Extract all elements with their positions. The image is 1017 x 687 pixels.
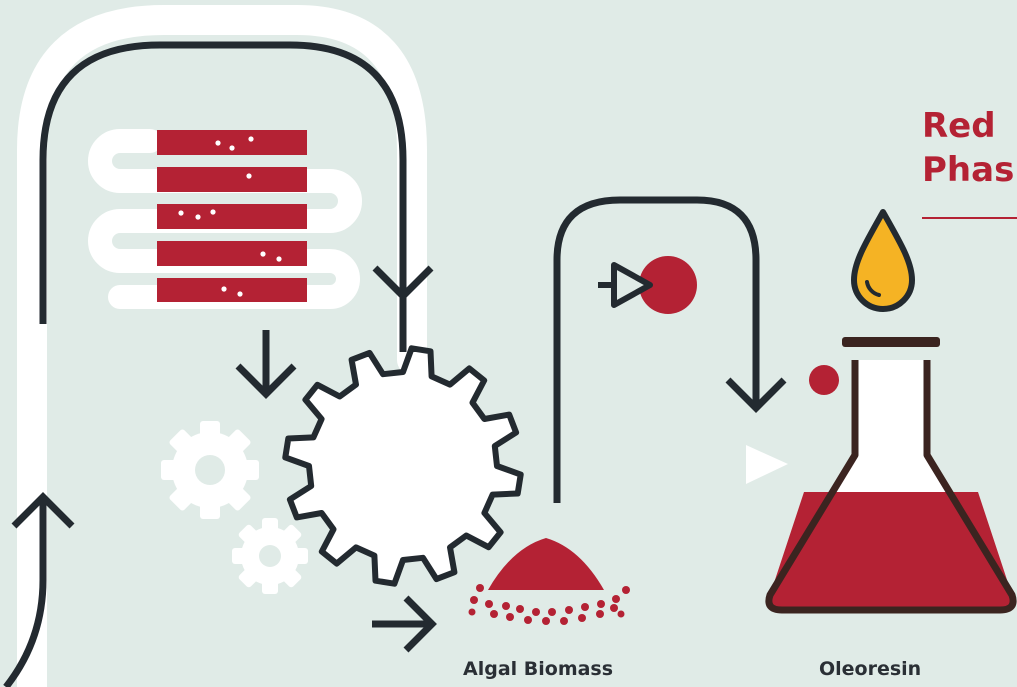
bottom-left-return-line (3, 498, 47, 687)
white-play-icon (746, 445, 788, 484)
oil-drop-icon (851, 209, 915, 312)
solvent-inlet-icon (598, 256, 697, 314)
arrow-down-to-flask-icon (725, 377, 787, 413)
dark-loop-line (39, 41, 407, 352)
extraction-loop-line (553, 196, 760, 503)
outer-white-loop (17, 5, 427, 687)
oleoresin-label: Oleoresin (819, 658, 922, 680)
algal-biomass-pile-icon (468, 538, 630, 625)
phase-title-line-1: Red (922, 106, 996, 146)
red-droplet-dot (809, 365, 839, 395)
flask-icon (765, 337, 1017, 614)
arrow-down-icon (235, 330, 297, 399)
arrow-right-icon (372, 595, 437, 653)
gear-icon (282, 345, 524, 587)
phase-title-underline (922, 217, 1017, 219)
algal-biomass-label: Algal Biomass (463, 658, 614, 680)
phase-title-line-2: Phas (922, 150, 1015, 190)
photobioreactor-icon (88, 129, 362, 309)
phase-title: Red Phas (922, 104, 1017, 192)
arrow-up-icon (11, 492, 75, 529)
small-gear-icon (161, 421, 259, 519)
small-gear-icon (232, 518, 308, 594)
arrow-down-into-gear-icon (372, 265, 434, 301)
